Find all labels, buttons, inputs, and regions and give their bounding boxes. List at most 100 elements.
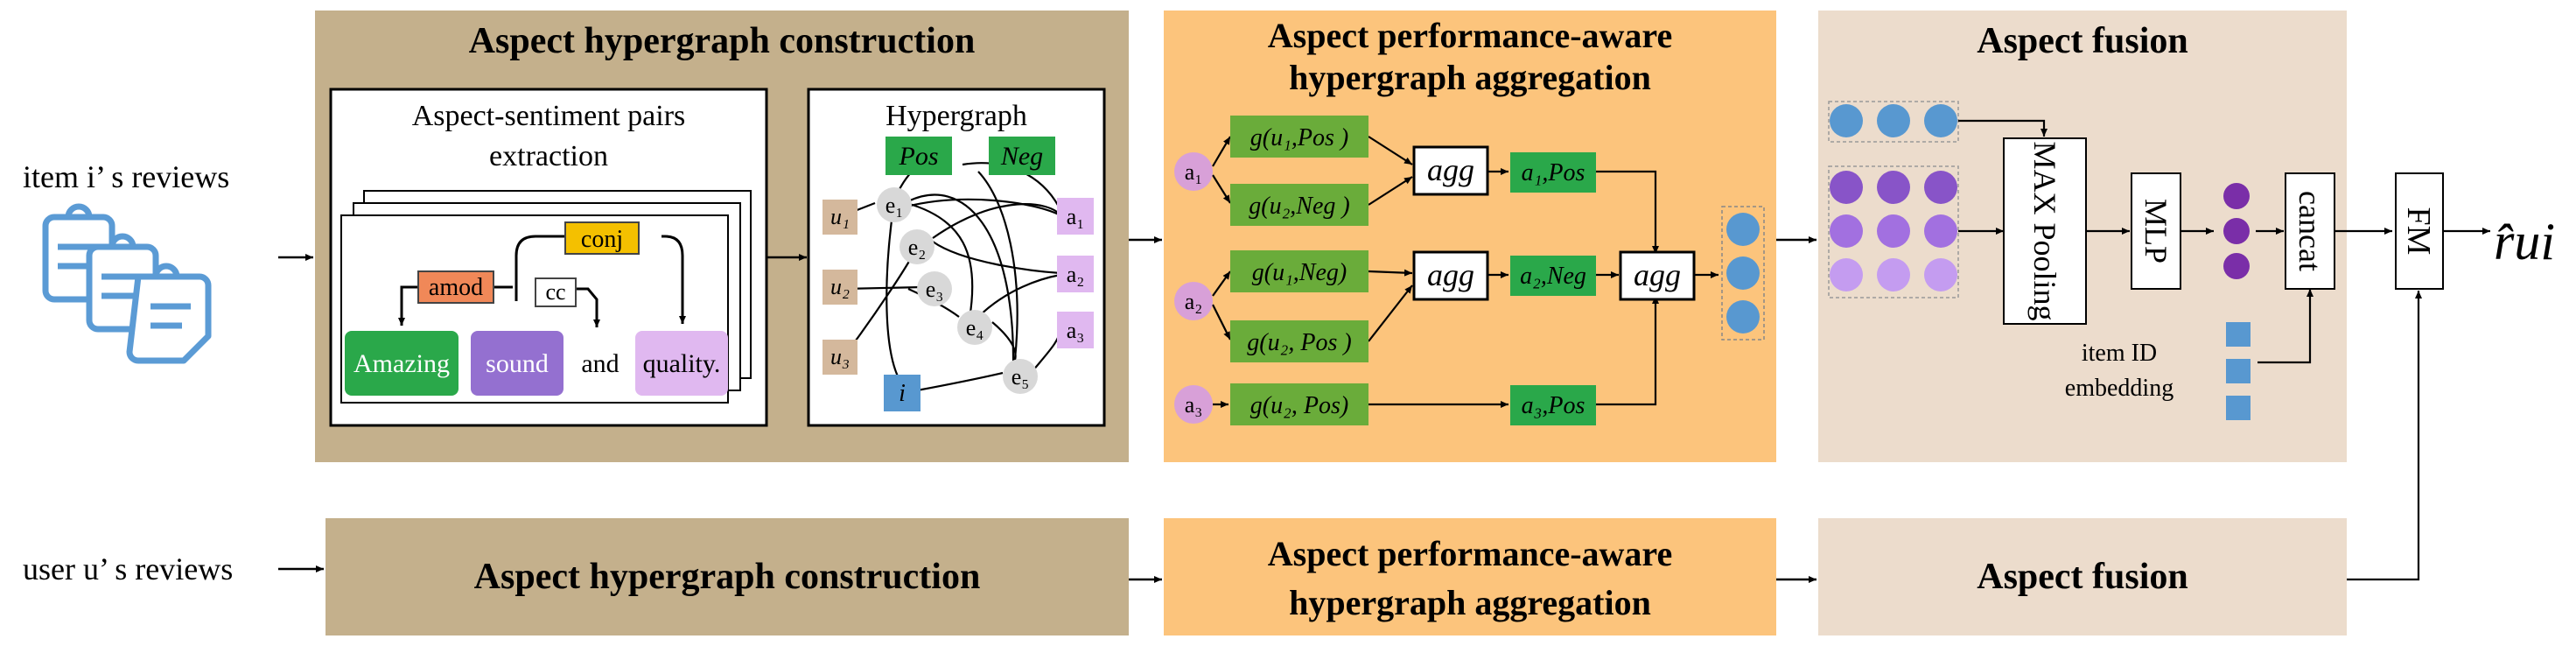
edge-node-1-text: e₁: [886, 193, 904, 218]
agg-output-dot: [1726, 256, 1760, 290]
pair-box-2-text: a₂,Neg: [1520, 263, 1586, 290]
aggregation-arrows: [1212, 136, 1718, 408]
max-pooling-text: MAX Pooling: [2027, 141, 2062, 320]
matrix-dot: [1877, 171, 1910, 204]
agg-box-3: [1619, 250, 1696, 301]
pair-box-2: [1510, 256, 1596, 296]
g-box-1-text: g(u₁,Pos ): [1250, 124, 1348, 151]
item-id-square: [2226, 322, 2250, 347]
bottom-aggregation-title-line1: Aspect performance-aware: [1268, 534, 1672, 573]
item-id-label-line2: embedding: [2065, 375, 2174, 402]
mlp-output-dot: [2223, 183, 2250, 209]
item-aspect-dot: [1830, 104, 1863, 137]
pos-node: [886, 137, 952, 175]
matrix-dot: [1877, 258, 1910, 291]
bottom-construction-title: Aspect hypergraph construction: [474, 557, 981, 597]
agg-aspect-node-1: [1174, 152, 1213, 191]
item-id-square: [2226, 359, 2250, 383]
agg-aspect-node-1-text: a₁: [1185, 159, 1203, 185]
item-aspect-dot: [1924, 104, 1957, 137]
bottom-construction-panel: [326, 518, 1129, 635]
user-node-1-text: u₁: [830, 204, 850, 229]
max-pooling-box: [2003, 137, 2087, 325]
item-aspect-dot: [1877, 104, 1910, 137]
g-box-5: [1230, 383, 1368, 425]
matrix-dot: [1924, 171, 1957, 204]
conj-text: conj: [581, 226, 623, 253]
concat-box: [2285, 172, 2335, 290]
mlp-output-dot: [2223, 218, 2250, 244]
edge-node-1: [877, 187, 912, 222]
edge-node-2: [900, 229, 934, 264]
g-box-4-text: g(u₂, Pos ): [1247, 329, 1351, 356]
aspect-matrix: [1828, 165, 1959, 298]
bottom-aggregation-panel: [1164, 518, 1776, 635]
pos-node-text: Pos: [899, 142, 939, 171]
bottom-fusion-panel: [1818, 518, 2347, 635]
agg-box-3-text: agg: [1634, 257, 1681, 292]
matrix-dot: [1924, 258, 1957, 291]
word-amazing-text: Amazing: [354, 349, 450, 378]
pair-box-3: [1510, 385, 1596, 425]
matrix-dot: [1830, 258, 1863, 291]
matrix-dot: [1924, 214, 1957, 248]
aspect-node-3-text: a₃: [1067, 318, 1085, 343]
agg-output-dot: [1726, 300, 1760, 334]
rating-output: r̂ui: [2494, 213, 2555, 270]
construction-title: Aspect hypergraph construction: [469, 21, 976, 61]
user-node-3: [822, 340, 858, 375]
aspect-node-1-text: a₁: [1067, 204, 1085, 229]
user-node-3-text: u₃: [830, 344, 850, 369]
extraction-title-line2: extraction: [489, 140, 608, 172]
aspect-node-2-text: a₂: [1067, 262, 1085, 287]
word-quality-text: quality.: [643, 349, 721, 378]
g-box-5-text: g(u₂, Pos): [1250, 392, 1348, 419]
fm-text: FM: [2400, 207, 2437, 256]
aspect-node-2: [1057, 256, 1094, 292]
agg-aspect-node-3: [1174, 385, 1213, 424]
hypergraph-title: Hypergraph: [886, 100, 1027, 132]
fusion-arrows: [1958, 119, 2490, 581]
reviews-icon: [42, 203, 212, 364]
g-box-3-text: g(u₁,Neg): [1252, 259, 1348, 286]
g-box-2-text: g(u₂,Neg ): [1249, 193, 1350, 220]
concat-text: cancat: [2292, 191, 2328, 271]
hyperedges: [843, 160, 1062, 392]
amod-text: amod: [429, 274, 483, 301]
fm-box: [2395, 172, 2444, 290]
edge-node-2-text: e₂: [908, 235, 927, 260]
item-node-text: i: [899, 380, 906, 407]
neg-node-text: Neg: [1000, 142, 1043, 171]
aspect-node-1: [1057, 198, 1094, 235]
g-box-1: [1230, 116, 1368, 158]
g-box-3: [1230, 250, 1368, 292]
matrix-dot: [1830, 171, 1863, 204]
word-quality: [635, 331, 728, 396]
cc-label: [535, 277, 577, 307]
extraction-title-line1: Aspect-sentiment pairs: [412, 100, 686, 132]
mlp-output-dot: [2223, 253, 2250, 279]
conj-label: [564, 221, 640, 255]
mlp-text: MLP: [2138, 199, 2174, 263]
pair-box-1: [1510, 152, 1596, 193]
agg-aspect-node-2: [1174, 282, 1213, 320]
matrix-dot: [1877, 214, 1910, 248]
aspect-node-3: [1057, 312, 1094, 348]
pair-box-1-text: a₁,Pos: [1522, 159, 1586, 186]
g-box-4: [1230, 320, 1368, 362]
agg-box-1-text: agg: [1427, 152, 1474, 187]
cc-text: cc: [545, 279, 565, 305]
edge-node-3: [917, 271, 952, 306]
amod-label: [417, 270, 494, 304]
bottom-aggregation-title-line2: hypergraph aggregation: [1289, 583, 1651, 622]
aggregation-title-line2: hypergraph aggregation: [1289, 58, 1651, 97]
agg-output-dot: [1726, 213, 1760, 246]
mlp-box: [2131, 172, 2181, 290]
edge-node-5: [1003, 359, 1038, 394]
edge-node-5-text: e₅: [1012, 364, 1030, 390]
item-id-label-line1: item ID: [2082, 340, 2157, 367]
edge-node-3-text: e₃: [926, 277, 944, 302]
word-sound: [471, 331, 564, 396]
g-box-2: [1230, 184, 1368, 226]
